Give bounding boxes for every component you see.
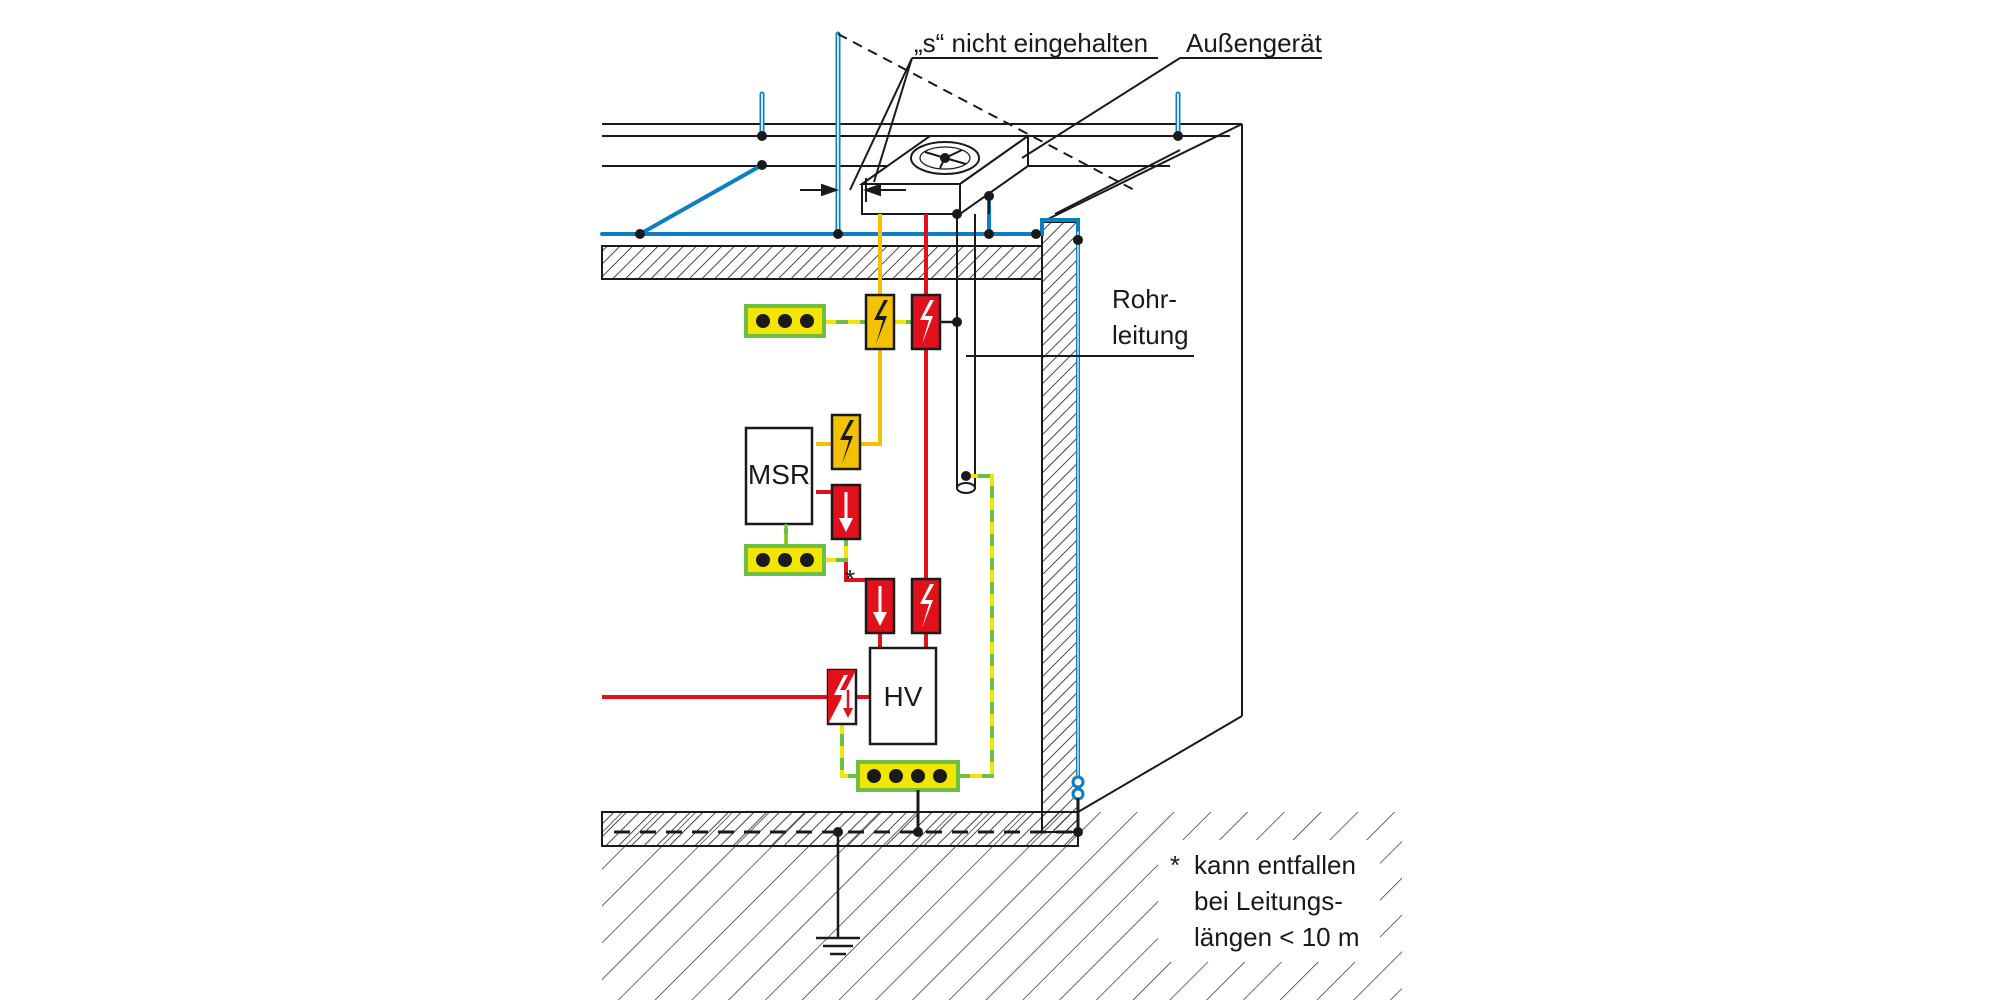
down-arrow-icon — [830, 483, 862, 541]
equipotential-busbar-top — [744, 304, 826, 338]
roof-edge-line — [1054, 149, 1181, 215]
msr-label: MSR — [748, 459, 810, 490]
protection-angle-line — [837, 33, 1139, 193]
pipe-label-line1: Rohr- — [1112, 284, 1177, 314]
footnote-line3: längen < 10 m — [1194, 922, 1360, 952]
lightning-bolt-icon — [830, 413, 862, 471]
pipe-end — [956, 482, 976, 494]
roof-conductor-diagonal — [638, 163, 764, 236]
roof-conductor — [600, 218, 1080, 236]
separation-distance-marker — [800, 178, 906, 202]
outdoor-unit-label: Außengerät — [1186, 28, 1323, 58]
combined-surge-arrester — [826, 668, 858, 726]
separation-distance-label: „s“ nicht eingehalten — [914, 28, 1148, 58]
footnote-star: * — [1170, 850, 1180, 880]
asterisk-marker: * — [845, 564, 855, 594]
lightning-bolt-icon — [864, 293, 896, 351]
hv-label: HV — [884, 681, 923, 712]
footnote-panel — [1158, 840, 1380, 962]
footnote-line1: kann entfallen — [1194, 850, 1356, 880]
roof-junction-points — [635, 131, 1183, 837]
pipe-label-line2: leitung — [1112, 320, 1189, 350]
msr-box: MSR — [744, 426, 814, 526]
earth-ground-icon — [816, 832, 860, 956]
test-joint-icon — [1071, 775, 1085, 789]
callout-leaders — [849, 57, 1322, 357]
equipotential-busbar-msr — [744, 544, 826, 576]
roof-edge-line — [1041, 123, 1243, 223]
hv-box: HV — [868, 646, 938, 746]
main-equipotential-busbar — [856, 760, 960, 792]
exterior-wall — [1041, 221, 1079, 833]
outdoor-unit — [858, 134, 1032, 216]
down-arrow-icon — [864, 577, 896, 635]
outdoor-unit-side — [959, 134, 1029, 216]
lightning-bolt-icon — [910, 577, 942, 635]
footnote-line2: bei Leitungs- — [1194, 886, 1343, 916]
pipe — [956, 214, 976, 494]
air-termination-system — [600, 31, 1181, 834]
lightning-bolt-icon — [910, 293, 942, 351]
roof-slab — [601, 245, 1043, 280]
side-wall-edge — [1077, 715, 1243, 813]
